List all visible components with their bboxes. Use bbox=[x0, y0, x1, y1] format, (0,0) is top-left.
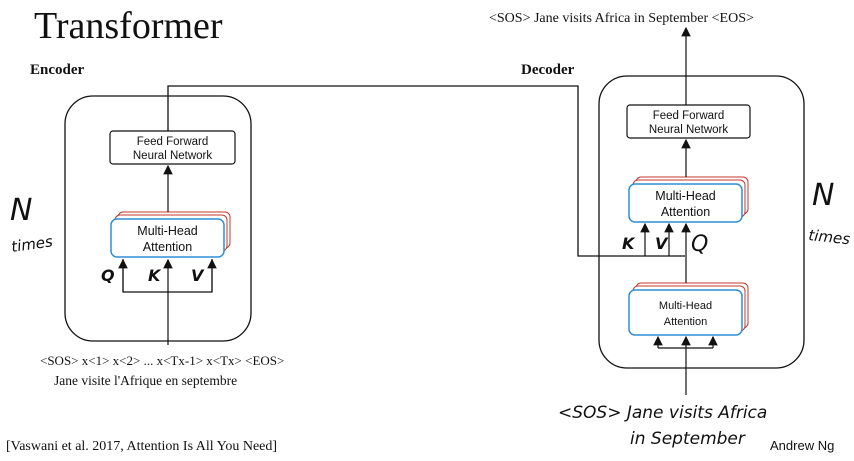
decoder-block bbox=[598, 75, 805, 369]
encoder-block bbox=[64, 95, 252, 342]
citation: [Vaswani et al. 2017, Attention Is All Y… bbox=[6, 439, 277, 454]
author: Andrew Ng bbox=[770, 438, 834, 453]
encoder-input-math: <SOS> x<1> x<2> ... x<Tx-1> x<Tx> <EOS> bbox=[40, 353, 284, 368]
encoder-ffn-label-2: Neural Network bbox=[133, 150, 212, 162]
decoder-input-line-2: in September bbox=[630, 429, 746, 449]
decoder-n-label: N bbox=[812, 178, 834, 213]
encoder-q-label: Q bbox=[101, 266, 115, 285]
decoder-mha-bottom-label-2: Attention bbox=[664, 316, 707, 328]
title: Transformer bbox=[34, 5, 223, 47]
encoder-ffn-box bbox=[109, 130, 236, 165]
decoder-mha-top-label-2: Attention bbox=[661, 205, 710, 219]
decoder-times-label: times bbox=[808, 226, 852, 248]
encoder-output-connection bbox=[167, 85, 685, 257]
decoder-k-label: K bbox=[622, 234, 636, 253]
encoder-ffn-label-1: Feed Forward bbox=[137, 136, 209, 148]
encoder-heading: Encoder bbox=[30, 62, 85, 78]
decoder-input-line-1: <SOS> Jane visits Africa bbox=[558, 403, 767, 423]
decoder-output: <SOS> Jane visits Africa in September <E… bbox=[489, 11, 754, 26]
decoder-heading: Decoder bbox=[521, 62, 575, 78]
encoder-input-sentence: Jane visite l'Afrique en septembre bbox=[54, 373, 237, 388]
encoder-k-label: K bbox=[148, 266, 162, 285]
decoder-mha-top-box bbox=[628, 183, 743, 223]
decoder-mha-bottom-box bbox=[628, 289, 743, 336]
encoder-mha-box bbox=[110, 218, 225, 258]
encoder-mha-label-1: Multi-Head bbox=[137, 224, 197, 238]
decoder-mha-bottom-label-1: Multi-Head bbox=[659, 300, 712, 312]
decoder-v-label: V bbox=[655, 234, 669, 253]
decoder-q-label: Q bbox=[691, 232, 708, 257]
decoder-ffn-label-2: Neural Network bbox=[649, 124, 728, 136]
decoder-ffn-box bbox=[626, 104, 751, 139]
decoder-mha-top-label-1: Multi-Head bbox=[655, 189, 715, 203]
encoder-v-label: V bbox=[191, 266, 205, 285]
encoder-n-label: N bbox=[10, 193, 32, 228]
encoder-times-label: times bbox=[10, 232, 54, 256]
decoder-ffn-label-1: Feed Forward bbox=[653, 110, 725, 122]
encoder-mha-label-2: Attention bbox=[143, 240, 192, 254]
